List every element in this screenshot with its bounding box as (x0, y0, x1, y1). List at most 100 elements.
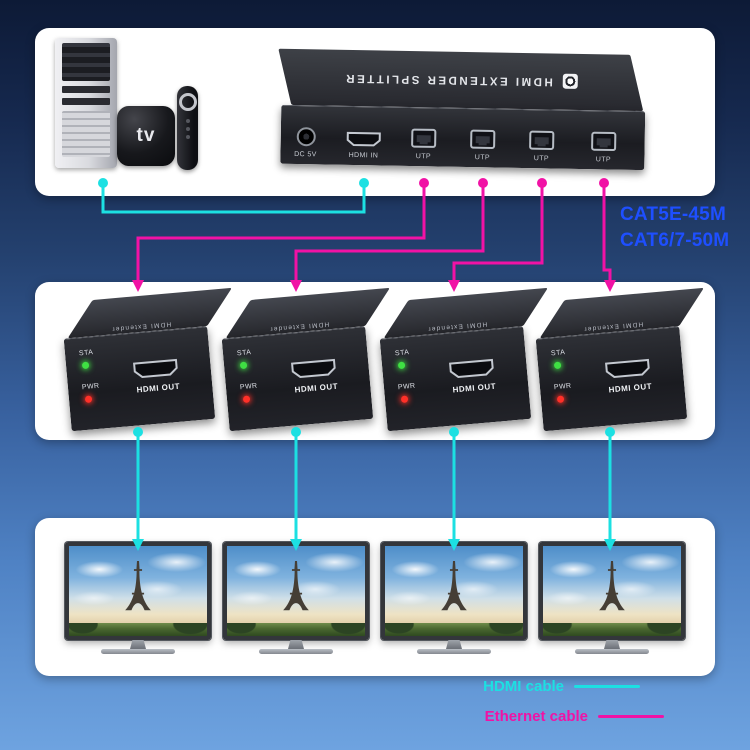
remote-buttons (185, 119, 190, 123)
hdmi-out-jack-icon (133, 358, 178, 378)
hdmi-out-jack-icon (291, 358, 336, 378)
eiffel-tower-image (125, 561, 151, 611)
remote-ring-button (178, 93, 197, 111)
pwr-led-red (84, 395, 93, 404)
rj45-jack-icon (470, 129, 496, 149)
utp-port-3: UTP (515, 116, 568, 163)
legend-ethernet-label: Ethernet cable (484, 708, 588, 725)
tv-box-logo: tv (136, 125, 156, 146)
remote-control (177, 86, 198, 170)
splitter-front-face: DC 5V HDMI IN UTP (279, 104, 646, 171)
pwr-led-red (242, 395, 251, 404)
hdmi-out-label: HDMI OUT (294, 381, 339, 395)
hdmi-out-jack-icon (605, 358, 650, 378)
receiver-front-face: STA PWR HDMI OUT (221, 326, 374, 432)
sta-label: STA (78, 349, 94, 358)
legend-hdmi-line (574, 685, 640, 688)
hdmi-splitter: HDMI EXTENDER SPLITTER DC 5V HDMI IN (278, 48, 654, 199)
tv-streaming-box: tv (117, 106, 175, 166)
legend-hdmi-row: HDMI cable (483, 678, 640, 695)
sta-label: STA (394, 349, 410, 358)
tv-display-3 (381, 542, 527, 656)
utp-label: UTP (533, 155, 550, 163)
pwr-label: PWR (397, 382, 416, 392)
pc-slot (62, 86, 110, 93)
tv-stand (223, 640, 369, 656)
pwr-led-red (400, 395, 409, 404)
legend-ethernet-line (598, 715, 664, 718)
receiver-front-face: STA PWR HDMI OUT (63, 326, 216, 432)
pc-tower (55, 38, 117, 168)
sources-panel: tv HDMI EXTENDER SPLITTER DC 5V (35, 28, 715, 196)
dc-power-label: DC 5V (294, 150, 317, 159)
hdmi-out-jack-icon (449, 358, 494, 378)
receiver-4: HDMI Extender STA PWR HDMI OUT (533, 287, 705, 435)
tv-screen (65, 542, 211, 640)
cat5e-label: CAT5E-45M (620, 204, 726, 225)
receiver-3: HDMI Extender STA PWR HDMI OUT (377, 287, 549, 435)
tv-display-2 (223, 542, 369, 656)
sta-label: STA (236, 349, 252, 358)
sta-led-green (397, 361, 406, 370)
hdmi-in-port: HDMI IN (337, 113, 390, 160)
rj45-jack-icon (529, 130, 555, 150)
screen-ground (385, 623, 523, 636)
utp-label: UTP (595, 156, 612, 164)
pc-front-grill (62, 111, 110, 157)
rj45-jack-icon (591, 131, 617, 152)
eiffel-tower-image (599, 561, 625, 611)
receiver-1: HDMI Extender STA PWR HDMI OUT (61, 287, 233, 435)
hdmi-in-label: HDMI IN (348, 151, 379, 160)
brand-badge-icon (562, 74, 578, 90)
dc-power-jack-icon (296, 127, 316, 147)
utp-label: UTP (474, 154, 491, 162)
cable-spec-labels: CAT5E-45M CAT6/7-50M (620, 202, 729, 254)
sta-led-green (553, 361, 562, 370)
hdmi-out-label: HDMI OUT (452, 381, 497, 395)
eiffel-tower-image (441, 561, 467, 611)
tv-stand (381, 640, 527, 656)
pwr-label: PWR (553, 382, 572, 392)
tv-display-4 (539, 542, 685, 656)
tv-screen (381, 542, 527, 640)
hdmi-in-jack-icon (346, 131, 381, 147)
cat6-label: CAT6/7-50M (620, 230, 730, 251)
hdmi-out-label: HDMI OUT (136, 381, 181, 395)
tv-screen (223, 542, 369, 640)
screen-ground (543, 623, 681, 636)
ethernet-cable-line-1 (136, 183, 426, 281)
utp-label: UTP (415, 153, 432, 161)
splitter-top-face: HDMI EXTENDER SPLITTER (278, 48, 644, 112)
pc-drive-bays (62, 43, 110, 81)
receiver-front-face: STA PWR HDMI OUT (535, 326, 688, 432)
legend-ethernet-row: Ethernet cable (485, 708, 664, 725)
utp-port-1: UTP (397, 114, 450, 161)
tv-display-1 (65, 542, 211, 656)
pwr-label: PWR (81, 382, 100, 392)
utp-port-4: UTP (577, 117, 630, 164)
pc-slot (62, 98, 110, 105)
tv-screen (539, 542, 685, 640)
utp-port-2: UTP (456, 115, 509, 162)
ethernet-cable-line-2 (294, 183, 485, 281)
cable-legend: HDMI cable Ethernet cable (483, 678, 664, 725)
pwr-label: PWR (239, 382, 258, 392)
screen-ground (69, 623, 207, 636)
tv-stand (65, 640, 211, 656)
splitter-top-label: HDMI EXTENDER SPLITTER (343, 71, 553, 88)
rj45-jack-icon (411, 128, 437, 148)
sta-label: STA (550, 349, 566, 358)
screen-ground (227, 623, 365, 636)
sta-led-green (81, 361, 90, 370)
ethernet-cable-line-3 (452, 183, 544, 281)
legend-hdmi-label: HDMI cable (483, 678, 564, 695)
dc-power-port: DC 5V (279, 112, 332, 159)
sta-led-green (239, 361, 248, 370)
receiver-front-face: STA PWR HDMI OUT (379, 326, 532, 432)
tvs-panel (35, 518, 715, 676)
tv-stand (539, 640, 685, 656)
receivers-panel: HDMI Extender STA PWR HDMI OUT HDMI Exte… (35, 282, 715, 440)
receiver-2: HDMI Extender STA PWR HDMI OUT (219, 287, 391, 435)
eiffel-tower-image (283, 561, 309, 611)
